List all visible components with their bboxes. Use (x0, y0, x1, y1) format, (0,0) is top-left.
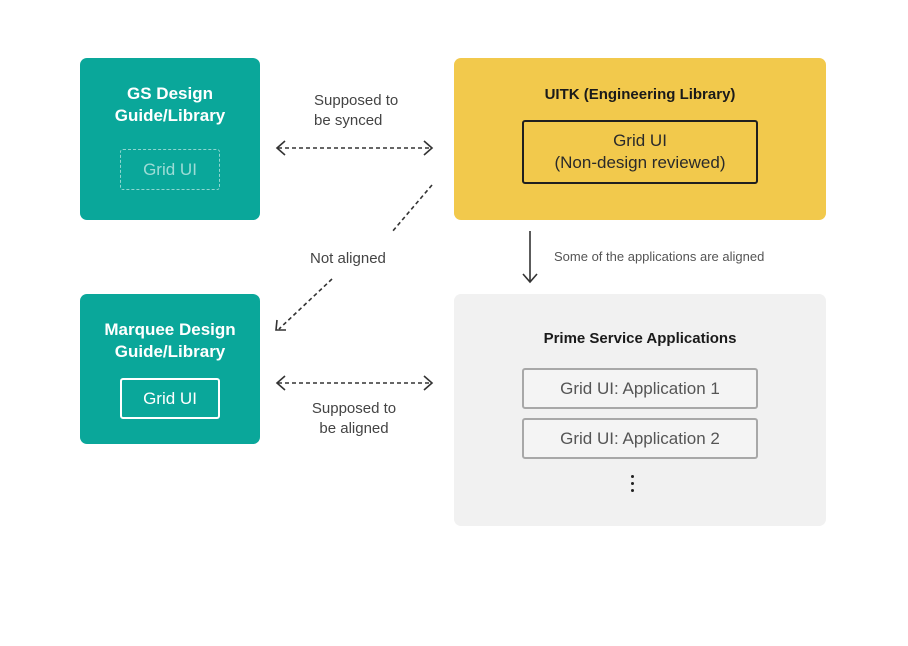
marquee-design-library-box: Marquee Design Guide/Library Grid UI (80, 294, 260, 444)
not-aligned-label: Not aligned (310, 250, 386, 267)
uitk-grid-ui-chip: Grid UI (Non-design reviewed) (522, 120, 758, 184)
gs-design-library-box: GS Design Guide/Library Grid UI (80, 58, 260, 220)
application-2-chip: Grid UI: Application 2 (522, 418, 758, 459)
aligned-double-arrow (275, 375, 434, 391)
application-1-chip: Grid UI: Application 1 (522, 368, 758, 409)
marquee-design-library-title: Marquee Design Guide/Library (104, 320, 236, 361)
prime-service-applications-box: Prime Service Applications Grid UI: Appl… (454, 294, 826, 526)
not-aligned-arrow (275, 184, 433, 331)
supposed-to-be-aligned-label: Supposed to be aligned (311, 400, 397, 437)
uitk-engineering-library-box: UITK (Engineering Library) Grid UI (Non-… (454, 58, 826, 220)
gs-design-library-title: GS Design Guide/Library (114, 84, 226, 125)
more-applications-ellipsis (630, 475, 636, 496)
uitk-title: UITK (Engineering Library) (544, 86, 736, 103)
supposed-to-be-synced-label: Supposed to be synced (314, 92, 399, 129)
uitk-to-prime-arrow (522, 231, 538, 284)
prime-service-title: Prime Service Applications (543, 330, 737, 347)
marquee-grid-ui-chip: Grid UI (120, 378, 220, 419)
some-applications-aligned-label: Some of the applications are aligned (554, 249, 765, 264)
synced-double-arrow (275, 140, 434, 156)
gs-grid-ui-chip: Grid UI (120, 149, 220, 190)
